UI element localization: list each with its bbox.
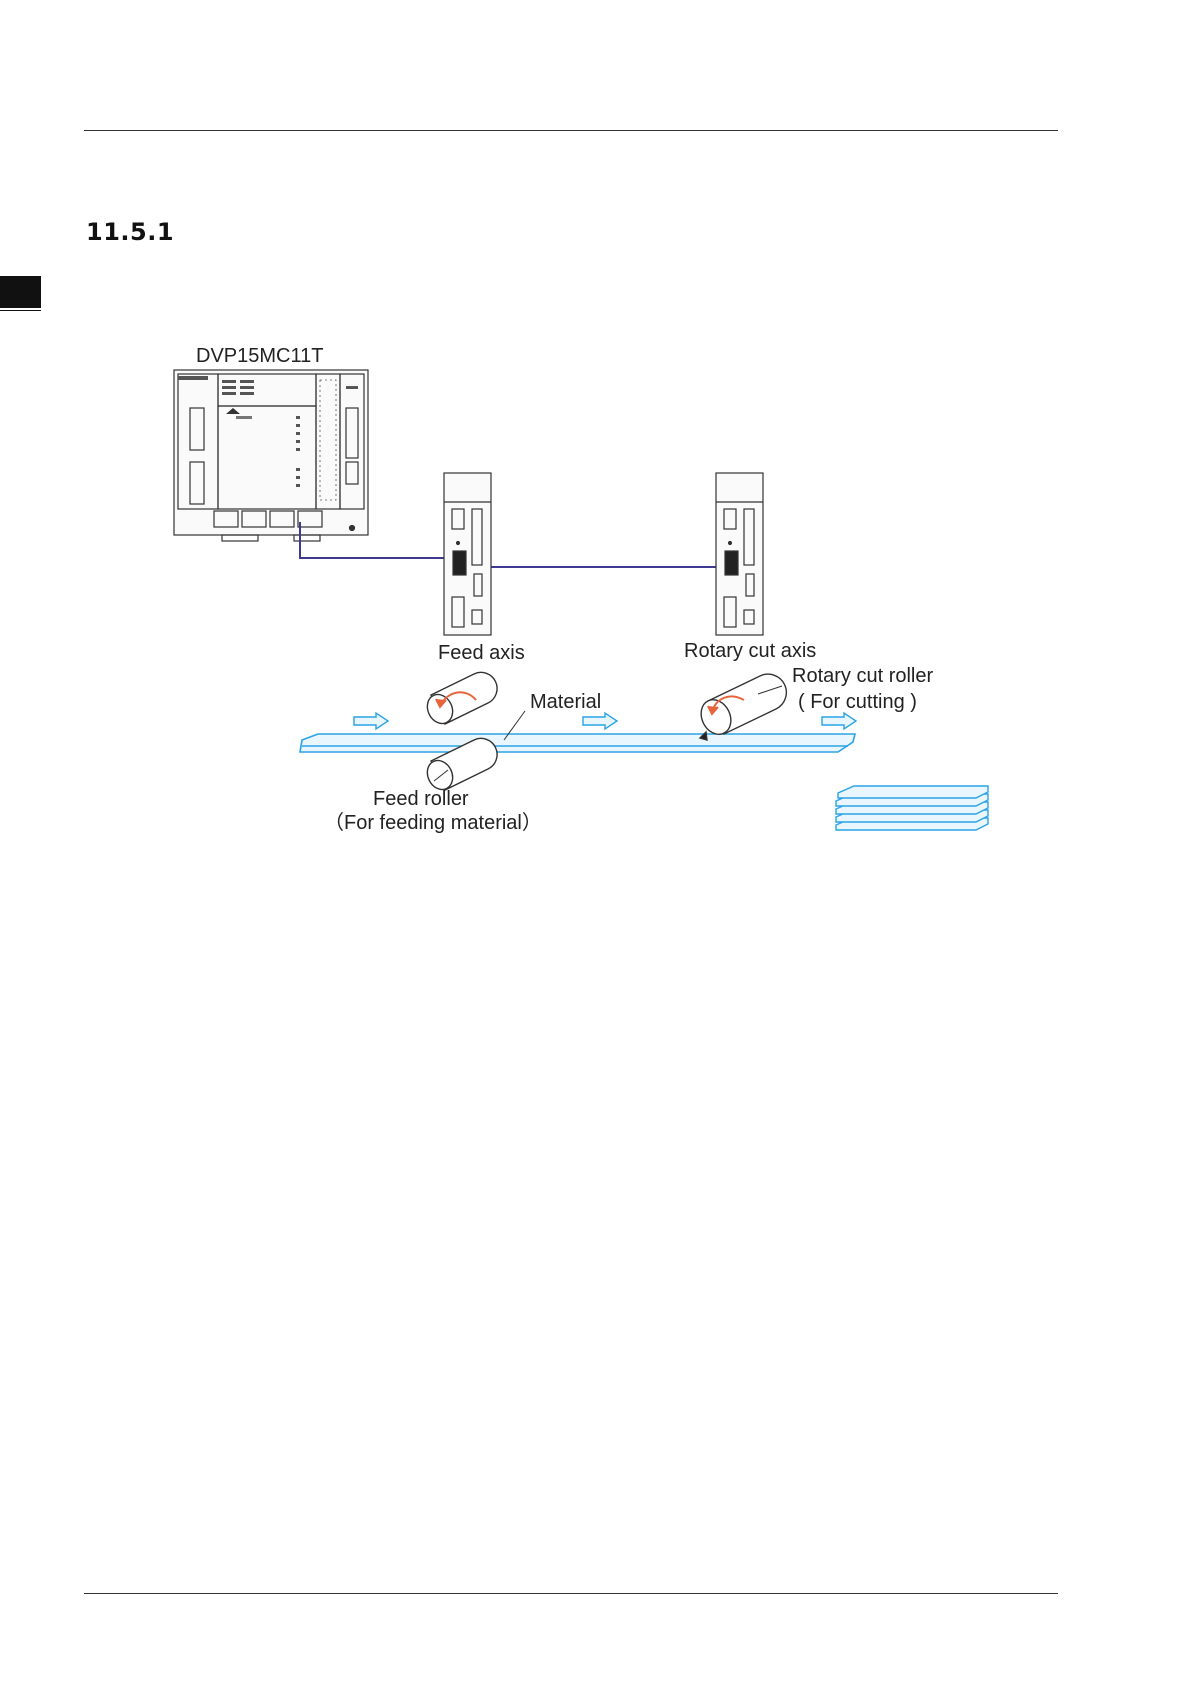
rotary-cut-axis-servo-drive (716, 473, 763, 635)
material-label: Material (530, 691, 601, 713)
material-sheet (300, 734, 855, 752)
cut-sheet-stack (836, 786, 988, 830)
rotary-cut-roller-label: Rotary cut roller (792, 665, 933, 687)
controller-dvp15mc11t (174, 370, 368, 541)
controller-label: DVP15MC11T (196, 345, 323, 367)
rotary-cut-roller-note: ( For cutting ) (798, 691, 917, 713)
feed-axis-label: Feed axis (438, 642, 525, 664)
feed-roller-note: （For feeding material） (324, 811, 542, 834)
feed-roller-label: Feed roller (373, 788, 469, 810)
footer-rule (84, 1593, 1058, 1594)
rotary-cut-axis-label: Rotary cut axis (684, 640, 816, 662)
feed-roller-upper (423, 672, 497, 727)
feed-axis-servo-drive (444, 473, 491, 635)
